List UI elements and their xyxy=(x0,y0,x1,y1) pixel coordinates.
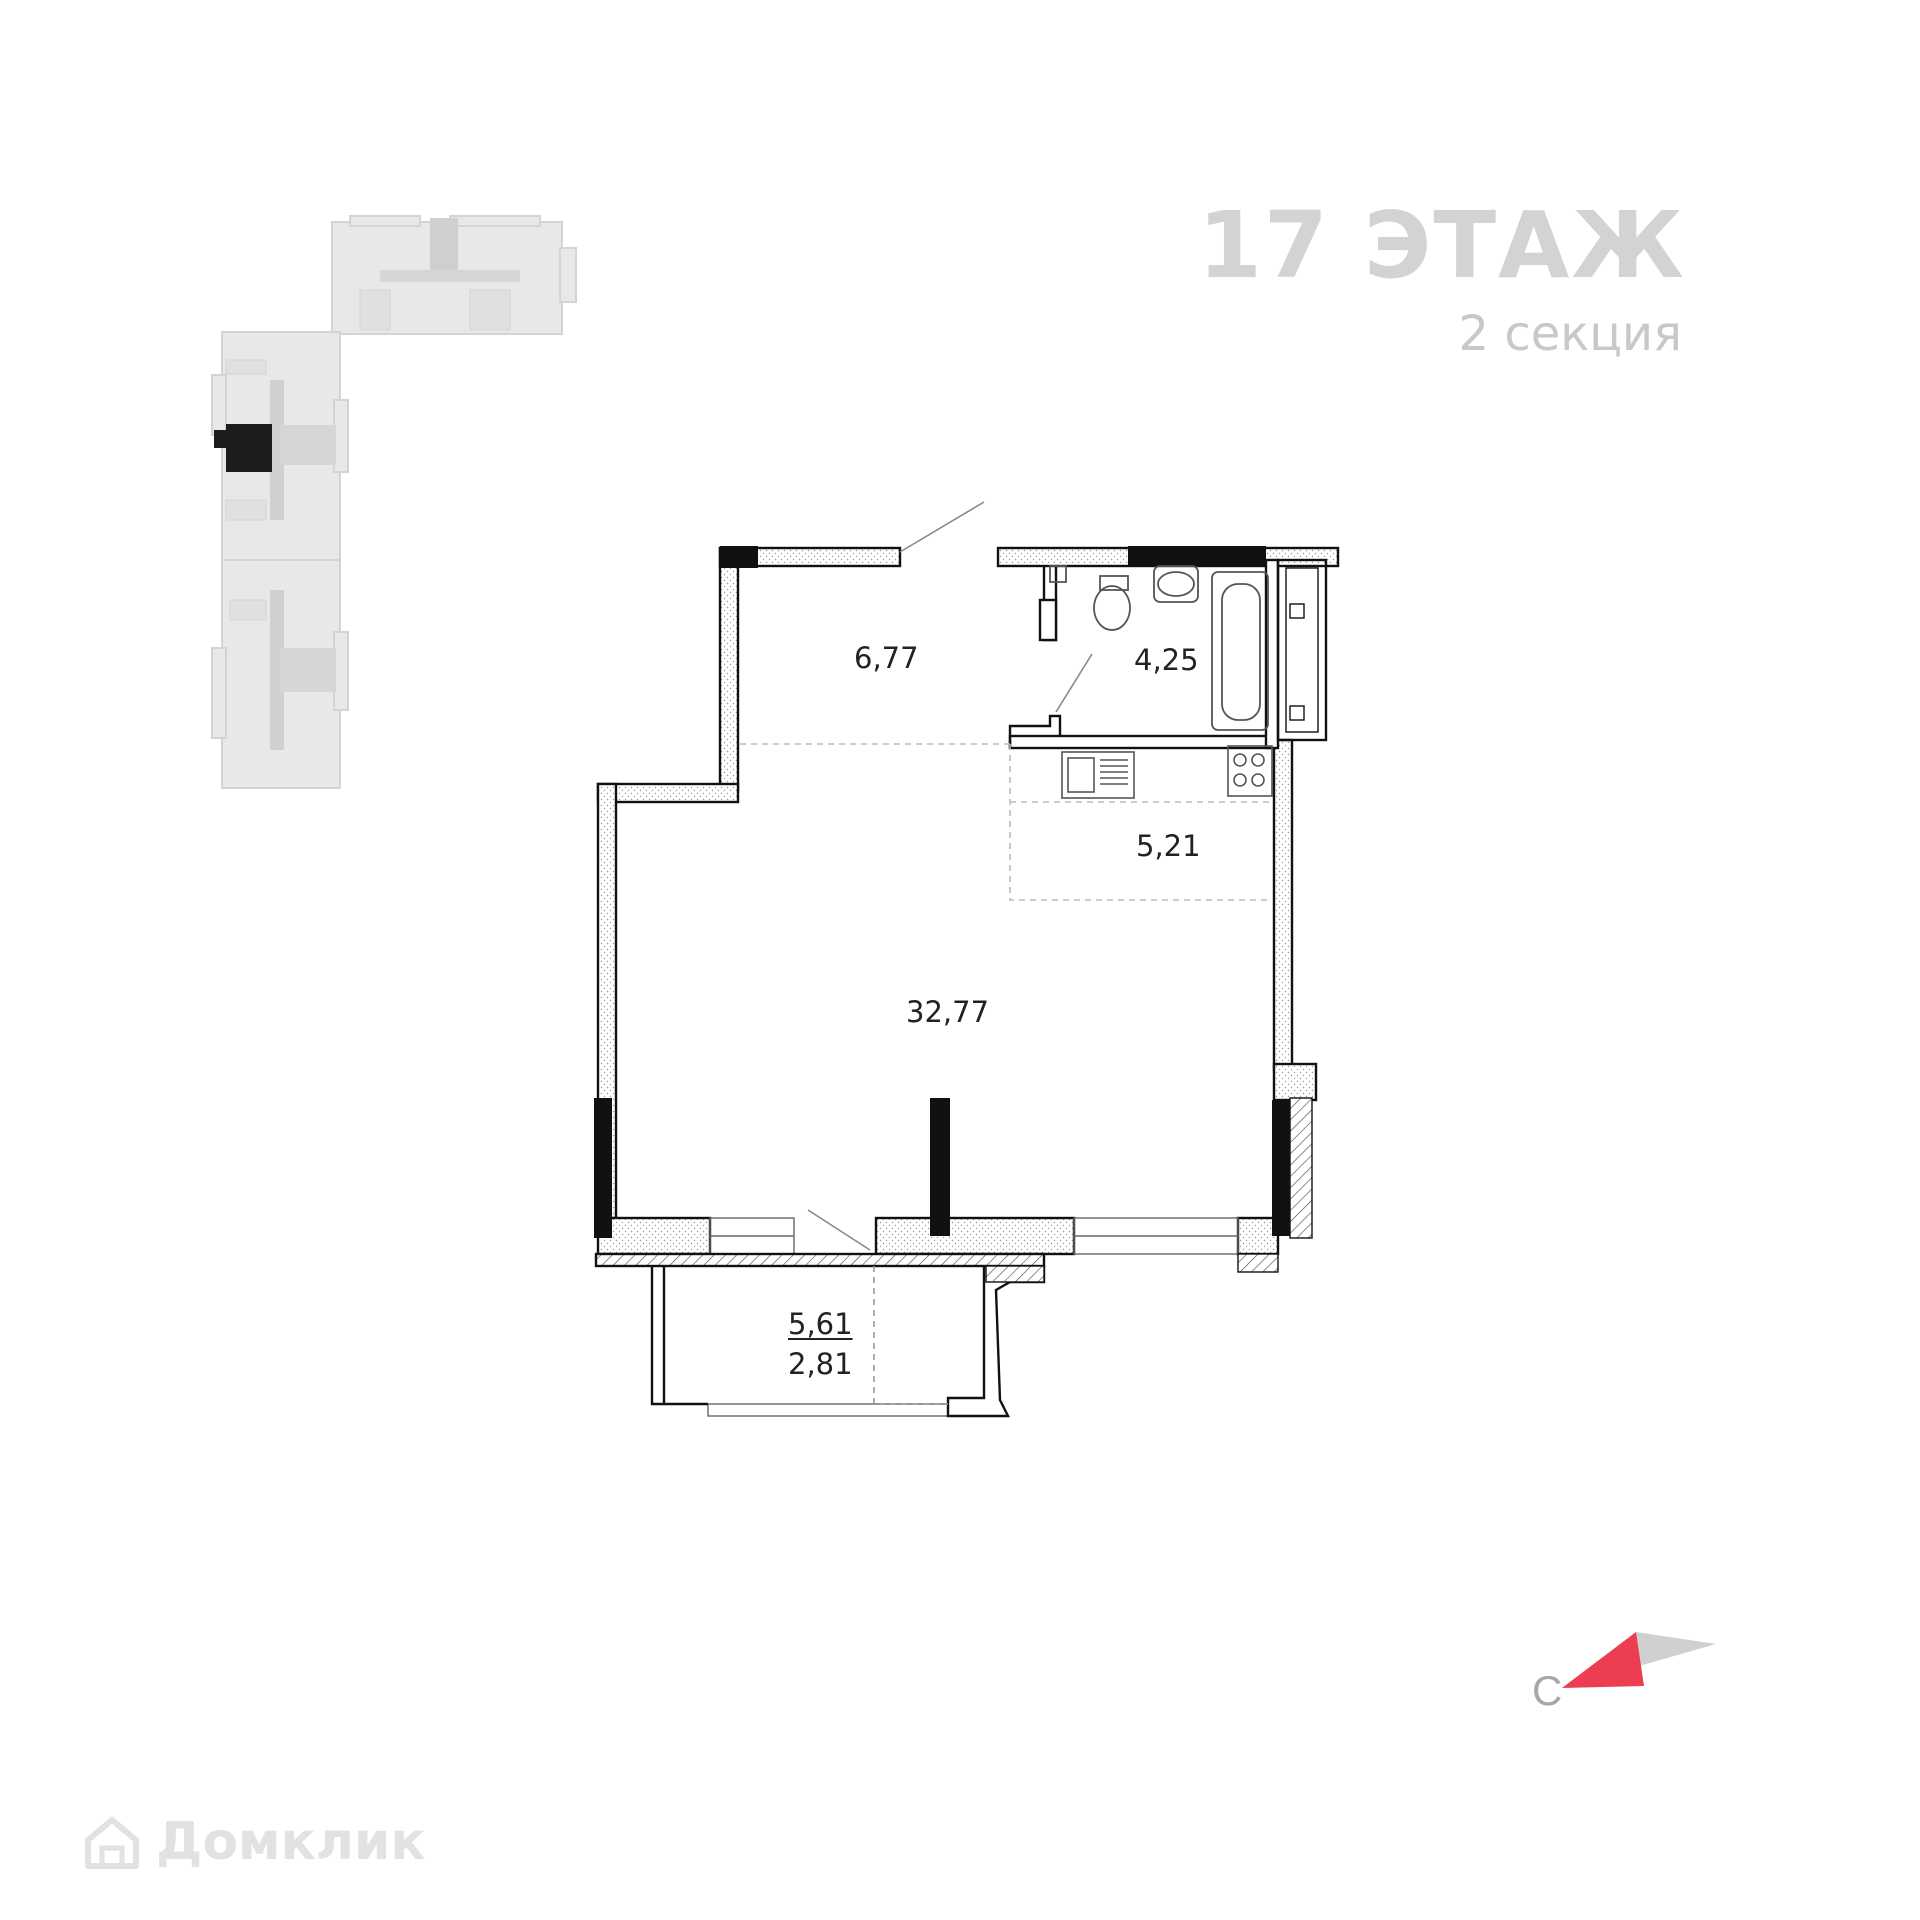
compass-icon xyxy=(1562,1632,1716,1688)
exterior-walls xyxy=(596,546,1340,1256)
balcony xyxy=(594,1097,1313,1418)
bathroom-area-label: 4,25 xyxy=(1134,643,1199,677)
house-logo-icon xyxy=(85,1817,139,1869)
structural-columns xyxy=(594,546,1292,1238)
zone-boundaries xyxy=(740,743,1272,901)
current-apartment-marker xyxy=(214,424,272,472)
watermark-brand: Домклик xyxy=(156,1812,426,1872)
hallway-area-label: 6,77 xyxy=(854,641,919,675)
kitchen-area-label: 5,21 xyxy=(1136,829,1201,863)
section-label: 2 секция xyxy=(1458,306,1682,362)
bathroom-fixtures xyxy=(1049,565,1269,731)
balcony-glazing-dashed xyxy=(873,1266,948,1405)
watermark: Домклик xyxy=(82,1812,426,1872)
building-outline xyxy=(211,215,577,789)
floor-title: 17 ЭТАЖ xyxy=(1197,192,1686,299)
balcony-area-label: 5,61 xyxy=(788,1307,853,1341)
compass-north-letter: С xyxy=(1532,1667,1563,1714)
kitchen-fixtures xyxy=(1061,745,1273,799)
living-area-label: 32,77 xyxy=(906,995,990,1029)
door-swings xyxy=(807,501,1093,1251)
balcony-reduced-area-label: 2,81 xyxy=(788,1347,853,1381)
bathroom-walls xyxy=(1008,558,1280,750)
utility-shaft xyxy=(1276,558,1328,742)
